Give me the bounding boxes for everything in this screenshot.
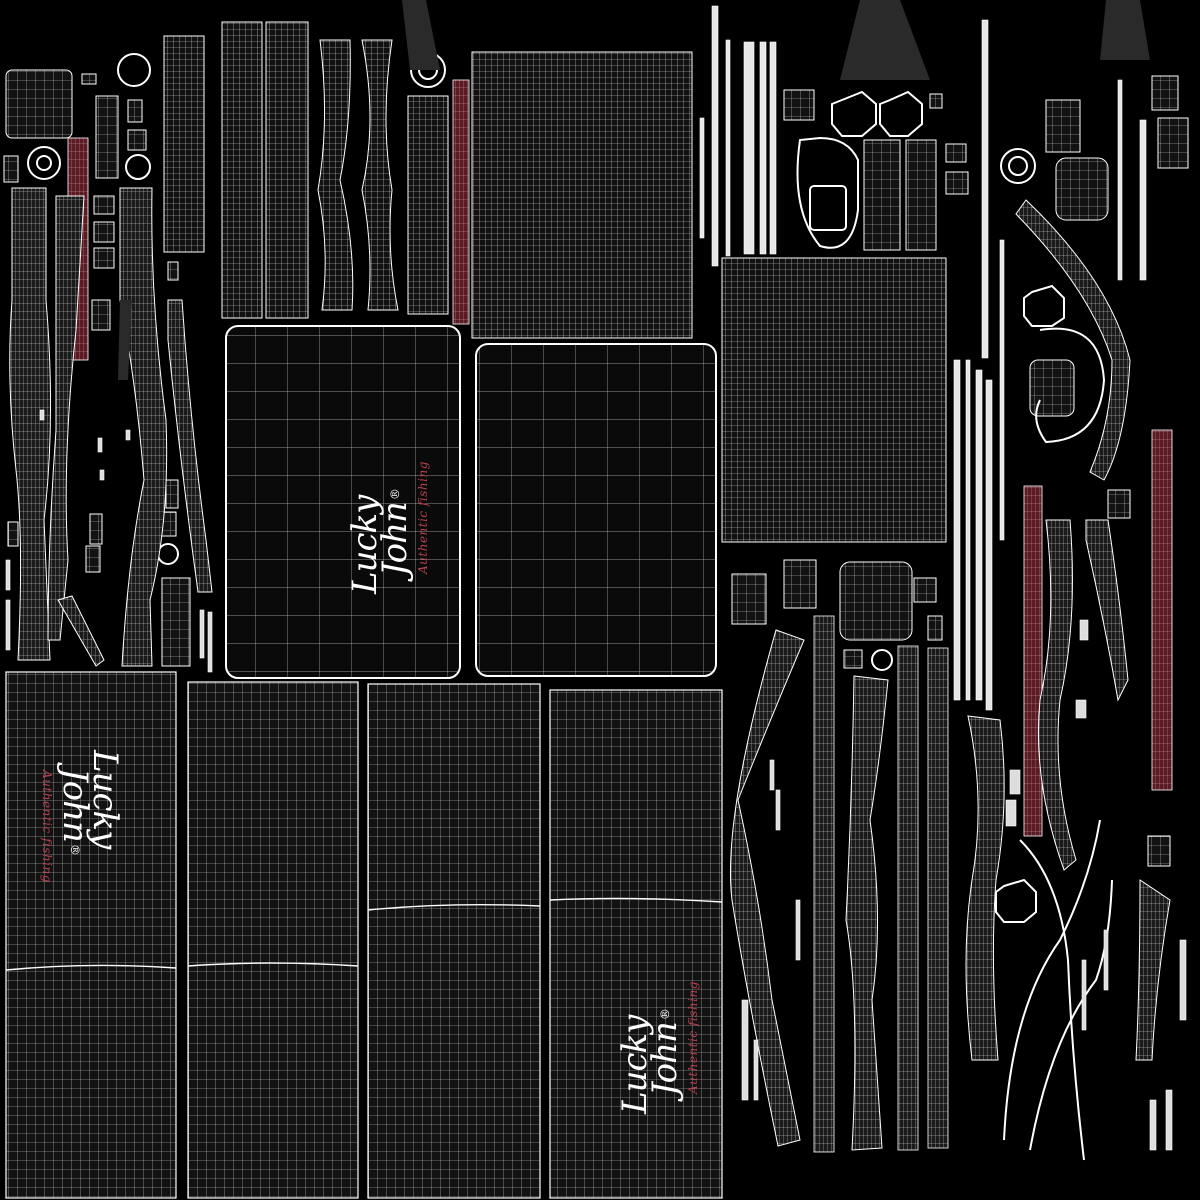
logo-word-john: John® bbox=[55, 768, 95, 855]
registered-mark: ® bbox=[658, 1009, 672, 1021]
logo-word-john: John® bbox=[645, 1009, 685, 1096]
narrow-strips-bottom bbox=[813, 615, 949, 1153]
fine-grid-panels bbox=[471, 51, 947, 543]
registered-mark: ® bbox=[68, 843, 82, 855]
logo-tagline: Authentic fishing bbox=[416, 461, 430, 574]
curved-strips-left bbox=[9, 187, 213, 667]
thin-rods-center bbox=[699, 5, 1147, 711]
logo-tagline: Authentic fishing bbox=[40, 770, 54, 883]
box-panel-printed bbox=[225, 325, 461, 679]
registered-mark: ® bbox=[388, 489, 402, 501]
top-dim-silhouettes bbox=[118, 0, 1150, 380]
logo-on-bottom-right-panel: Lucky John® Authentic fishing bbox=[615, 954, 700, 1114]
logo-tagline: Authentic fishing bbox=[686, 981, 700, 1094]
scattered-small-pieces bbox=[5, 409, 1187, 1151]
top-strip-panels bbox=[163, 21, 449, 319]
logo-on-box-panel: Lucky John® Authentic fishing bbox=[345, 434, 430, 594]
uv-island-group-center bbox=[731, 75, 1189, 867]
logo-word-john: John® bbox=[375, 489, 415, 576]
wire-arcs-bottom-right bbox=[1003, 819, 1113, 1161]
box-panels bbox=[225, 325, 717, 679]
top-curved-panels bbox=[317, 39, 399, 311]
logo-on-bottom-left-panel: Lucky John® Authentic fishing bbox=[40, 750, 125, 910]
bent-tubes-right bbox=[729, 199, 1171, 1151]
octagon-pieces bbox=[831, 90, 1065, 923]
uv-island-group-top-left bbox=[3, 69, 191, 667]
bottom-panel-fold-lines bbox=[5, 897, 723, 971]
handle-loop-pieces bbox=[796, 136, 1106, 444]
box-panel-plain bbox=[475, 343, 717, 677]
bottom-panels bbox=[5, 671, 723, 1199]
